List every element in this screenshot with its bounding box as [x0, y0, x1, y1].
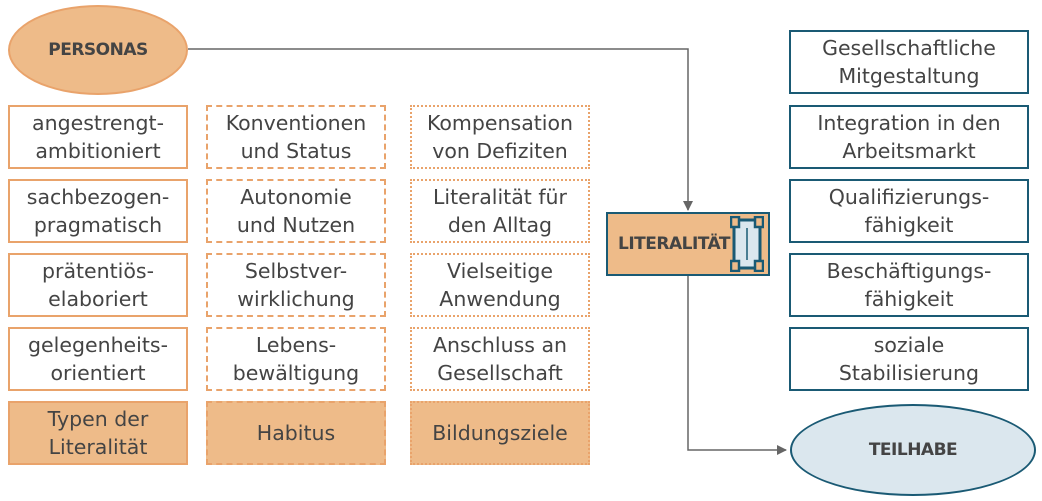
type-box-4: gelegenheits- orientiert — [8, 327, 188, 391]
outcome-box-4: Beschäftigungs- fähigkeit — [789, 253, 1029, 317]
goal-label: Literalität für den Alltag — [433, 185, 567, 237]
goal-box-3: Vielseitige Anwendung — [410, 253, 590, 317]
outcome-box-2: Integration in den Arbeitsmarkt — [789, 105, 1029, 169]
type-label: angestrengt- ambitioniert — [32, 111, 164, 163]
goals-header-label: Bildungsziele — [432, 421, 568, 445]
habitus-box-4: Lebens- bewältigung — [206, 327, 386, 391]
personas-ellipse: PERSONAS — [8, 5, 188, 95]
type-box-3: prätentiös- elaboriert — [8, 253, 188, 317]
habitus-header-box: Habitus — [206, 401, 386, 465]
goal-box-1: Kompensation von Defiziten — [410, 105, 590, 169]
personas-to-literalitaet-arrow — [188, 48, 693, 211]
habitus-box-2: Autonomie und Nutzen — [206, 179, 386, 243]
type-box-2: sachbezogen- pragmatisch — [8, 179, 188, 243]
outcome-box-5: soziale Stabilisierung — [789, 327, 1029, 391]
habitus-label: Konventionen und Status — [225, 111, 367, 163]
goal-label: Anschluss an Gesellschaft — [432, 333, 568, 385]
types-header-box: Typen der Literalität — [8, 401, 188, 465]
types-header-label: Typen der Literalität — [47, 407, 149, 459]
habitus-box-1: Konventionen und Status — [206, 105, 386, 169]
outcome-label: Qualifizierungs- fähigkeit — [828, 185, 990, 237]
teilhabe-ellipse: TEILHABE — [790, 404, 1036, 496]
habitus-label: Lebens- bewältigung — [232, 333, 360, 385]
outcome-box-3: Qualifizierungs- fähigkeit — [789, 179, 1029, 243]
literalitaet-box: LITERALITÄT — [606, 212, 770, 276]
habitus-label: Selbstver- wirklichung — [237, 259, 355, 311]
literalitaet-to-teilhabe-arrow — [687, 276, 787, 455]
habitus-header-label: Habitus — [256, 421, 336, 445]
literalitaet-label: LITERALITÄT — [618, 234, 730, 254]
goal-box-4: Anschluss an Gesellschaft — [410, 327, 590, 391]
goal-label: Vielseitige Anwendung — [439, 259, 561, 311]
outcome-label: Beschäftigungs- fähigkeit — [826, 259, 992, 311]
scroll-icon — [730, 216, 764, 272]
goals-header-box: Bildungsziele — [410, 401, 590, 465]
type-box-1: angestrengt- ambitioniert — [8, 105, 188, 169]
personas-label: PERSONAS — [48, 40, 148, 60]
outcome-label: soziale Stabilisierung — [838, 333, 980, 385]
goal-label: Kompensation von Defiziten — [426, 111, 574, 163]
habitus-label: Autonomie und Nutzen — [236, 185, 356, 237]
type-label: prätentiös- elaboriert — [42, 259, 154, 311]
habitus-box-3: Selbstver- wirklichung — [206, 253, 386, 317]
type-label: gelegenheits- orientiert — [28, 333, 168, 385]
outcome-label: Gesellschaftliche Mitgestaltung — [822, 36, 996, 88]
goal-box-2: Literalität für den Alltag — [410, 179, 590, 243]
type-label: sachbezogen- pragmatisch — [26, 185, 170, 237]
outcome-box-1: Gesellschaftliche Mitgestaltung — [789, 30, 1029, 94]
outcome-label: Integration in den Arbeitsmarkt — [817, 111, 1001, 163]
teilhabe-label: TEILHABE — [868, 440, 958, 460]
